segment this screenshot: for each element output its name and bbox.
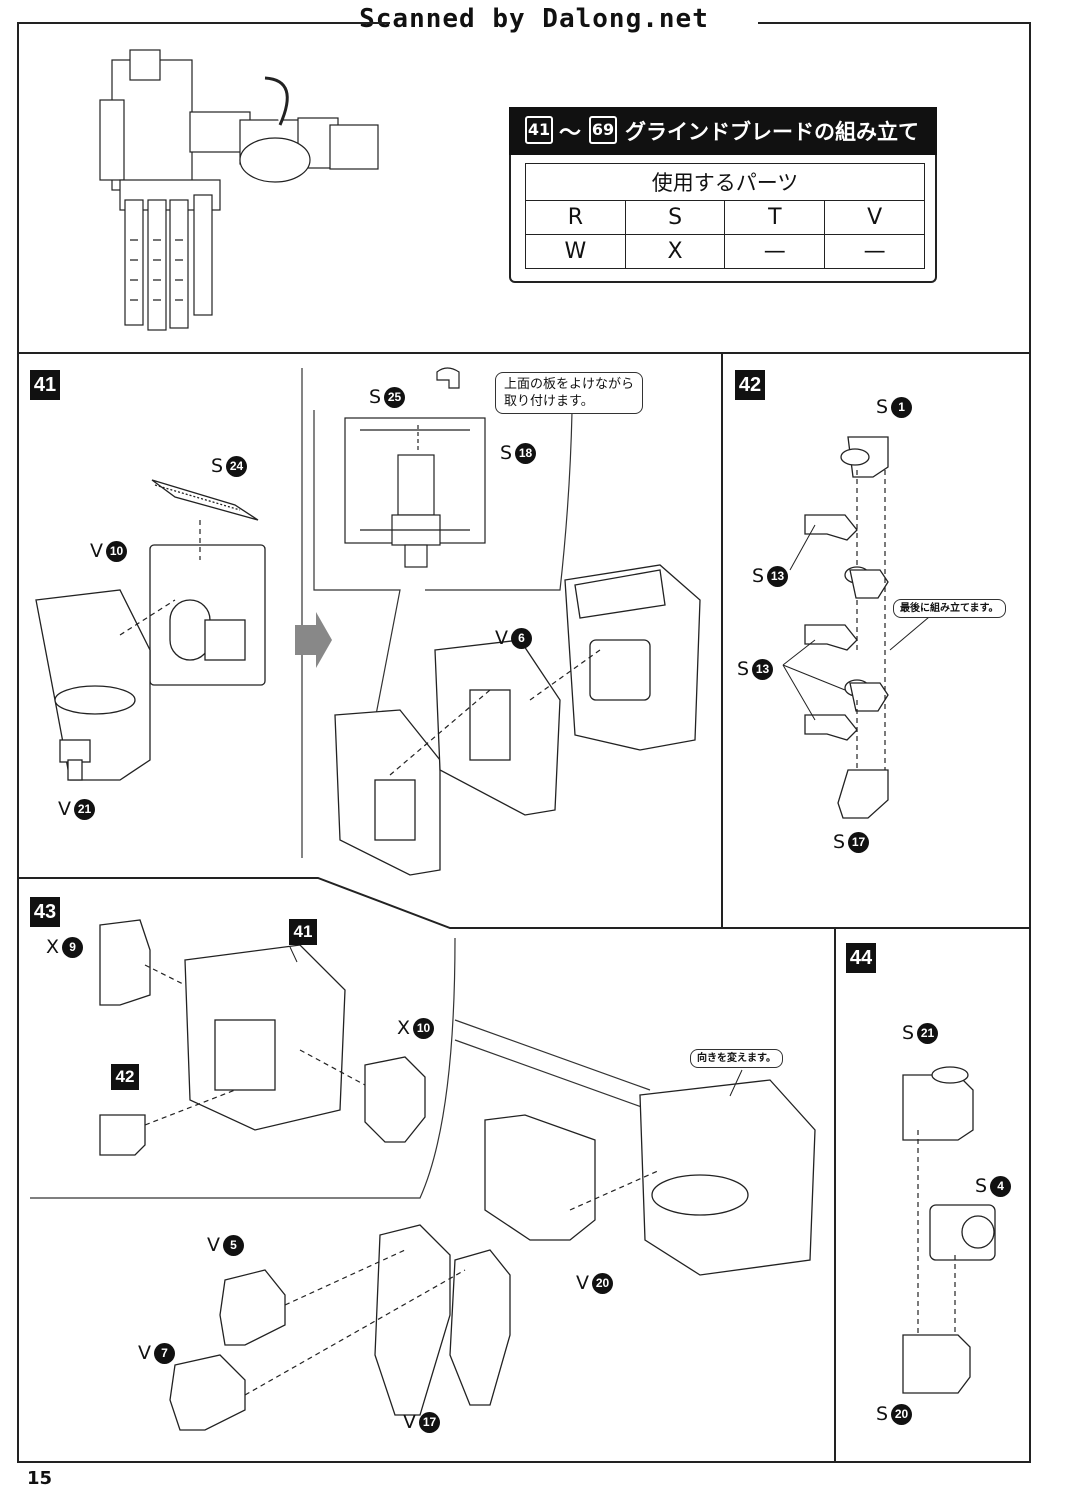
step-43-badge: 43: [30, 897, 60, 927]
parts-cell: V: [824, 200, 925, 235]
page-number: 15: [27, 1468, 53, 1489]
parts-table-box: 使用するパーツ R S T V W X — —: [509, 155, 937, 283]
step44-parts: [902, 1066, 996, 1394]
step43-note: 向きを変えます。: [690, 1049, 783, 1068]
step-44-badge: 44: [846, 943, 876, 973]
step41-parts: [35, 479, 266, 781]
watermark-text: Scanned by Dalong.net: [359, 4, 709, 34]
step41-assembly: [334, 564, 701, 876]
parts-cell: X: [624, 234, 726, 269]
ref-step-42-badge: 42: [111, 1064, 139, 1090]
top-rule-right: [758, 22, 1030, 24]
title-to-step: 69: [589, 116, 617, 144]
top-rule-left: [18, 22, 390, 24]
step41-detail: [344, 367, 486, 568]
next-arrow-icon: [295, 612, 332, 668]
step42-parts: [804, 436, 889, 819]
grind-blade-overview: [99, 49, 379, 331]
ref-step-41-badge: 41: [289, 919, 317, 945]
table-row: W X — —: [525, 234, 925, 269]
parts-cell: —: [724, 234, 826, 269]
parts-cell: R: [525, 200, 626, 235]
parts-cell: W: [525, 234, 626, 269]
step41-note: 上面の板をよけながら 取り付けます。: [495, 372, 644, 414]
step43-parts: [99, 919, 816, 1431]
step42-note: 最後に組み立てます。: [893, 599, 1006, 618]
parts-table-header: 使用するパーツ: [525, 163, 925, 201]
parts-table: 使用するパーツ R S T V W X — —: [525, 163, 925, 269]
step-42-badge: 42: [735, 370, 765, 400]
parts-cell: T: [724, 200, 826, 235]
section-title: グラインドブレードの組み立て: [625, 120, 919, 144]
table-row: R S T V: [525, 200, 925, 235]
step-41-badge: 41: [30, 370, 60, 400]
section-title-bar: 41 ～ 69 グラインドブレードの組み立て: [509, 107, 937, 155]
page-frame: [17, 22, 1031, 1463]
title-tilde: ～: [559, 121, 582, 146]
title-from-step: 41: [525, 116, 553, 144]
parts-cell: —: [824, 234, 925, 269]
parts-cell: S: [624, 200, 726, 235]
